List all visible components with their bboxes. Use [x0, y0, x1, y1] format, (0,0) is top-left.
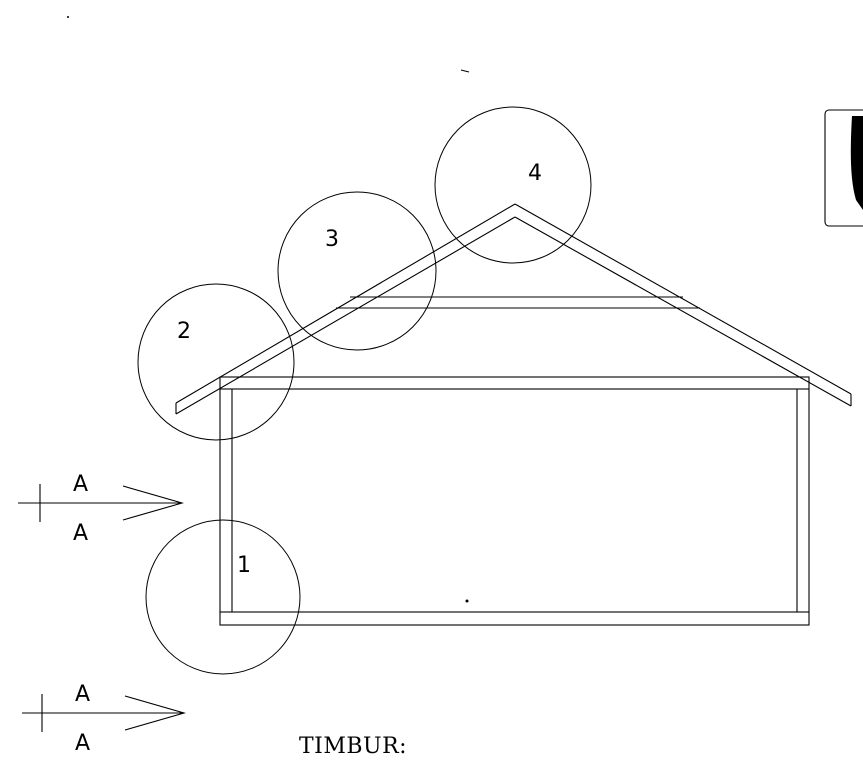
detail-marker-4: 4 [434, 106, 592, 264]
bottom-plate [219, 611, 810, 626]
top-plate [219, 376, 810, 390]
detail-marker-1: 1 [145, 519, 301, 675]
speck [465, 599, 469, 603]
drawing-caption: TIMBUR: [299, 734, 407, 759]
detail-number: 1 [237, 553, 251, 578]
speck [460, 69, 470, 73]
detail-number: 3 [325, 227, 339, 252]
detail-marker-3: 3 [277, 191, 437, 351]
detail-marker-2: 2 [137, 283, 295, 441]
left-rafter [175, 203, 516, 404]
building-section [175, 203, 852, 626]
section-label-bottom: A [73, 521, 88, 546]
section-label-top: A [75, 682, 90, 707]
speck [67, 16, 69, 18]
section-label-top: A [73, 472, 88, 497]
section-label-bottom: A [75, 731, 90, 756]
right-rafter [514, 203, 852, 395]
detail-number: 4 [528, 161, 542, 186]
section-cut-marker: A A [22, 682, 186, 756]
section-arrow-head [124, 695, 186, 731]
corner-logo [824, 109, 863, 227]
detail-number: 2 [177, 319, 191, 344]
section-arrow-head [122, 485, 184, 521]
section-cut-marker: A A [18, 472, 184, 546]
